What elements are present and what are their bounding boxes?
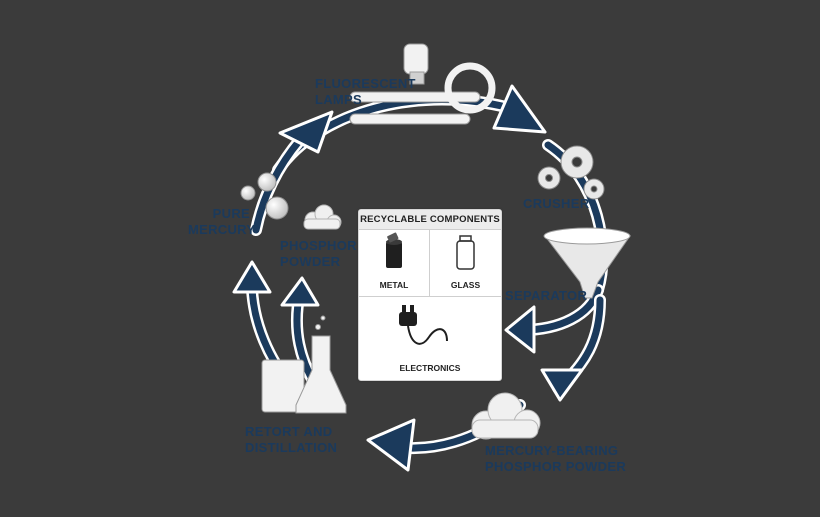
lab-glassware-icon bbox=[261, 315, 347, 414]
component-electronics-label: ELECTRONICS bbox=[399, 363, 461, 373]
mercury-bearing-powder-icon bbox=[471, 392, 541, 440]
metal-can-icon bbox=[386, 232, 402, 268]
label-pure-mercury: PURE MERCURY bbox=[188, 206, 256, 237]
arrowhead-left-up bbox=[232, 260, 272, 294]
electrical-plug-icon bbox=[399, 305, 448, 345]
arrowhead-inner-up bbox=[280, 276, 320, 307]
label-phosphor-powder: PHOSPHOR POWDER bbox=[280, 238, 357, 269]
arrowhead-right-down bbox=[540, 368, 584, 402]
arrowhead-top-left bbox=[278, 110, 334, 154]
component-electronics: ELECTRONICS bbox=[359, 297, 501, 380]
arrowhead-top-right bbox=[492, 84, 547, 134]
phosphor-powder-icon bbox=[303, 204, 342, 230]
crusher-gears-icon bbox=[537, 145, 605, 200]
label-mercury-bearing-phosphor-powder: MERCURY-BEARING PHOSPHOR POWDER bbox=[485, 443, 627, 474]
component-metal-label: METAL bbox=[379, 280, 409, 290]
fluorescent-lamps-icon bbox=[349, 43, 496, 125]
glass-jar-icon bbox=[456, 235, 475, 270]
component-glass: GLASS bbox=[430, 230, 501, 297]
recyclable-components-title: RECYCLABLE COMPONENTS bbox=[359, 210, 501, 230]
arrowheads bbox=[232, 84, 584, 472]
separator-funnel-icon bbox=[543, 227, 631, 299]
label-fluorescent-lamps: FLUORESCENT LAMPS bbox=[315, 76, 416, 107]
component-glass-label: GLASS bbox=[450, 280, 481, 290]
label-crusher: CRUSHER bbox=[523, 196, 590, 211]
recyclable-components-panel: RECYCLABLE COMPONENTS METAL GLASS bbox=[358, 209, 502, 381]
arrowhead-separator-in bbox=[504, 305, 536, 354]
pure-mercury-droplets-icon bbox=[240, 172, 289, 220]
arrowhead-bottom bbox=[366, 418, 416, 472]
component-metal: METAL bbox=[359, 230, 430, 297]
label-retort-and-distillation: RETORT AND DISTILLATION bbox=[245, 424, 338, 455]
label-separator: SEPARATOR bbox=[505, 288, 588, 303]
